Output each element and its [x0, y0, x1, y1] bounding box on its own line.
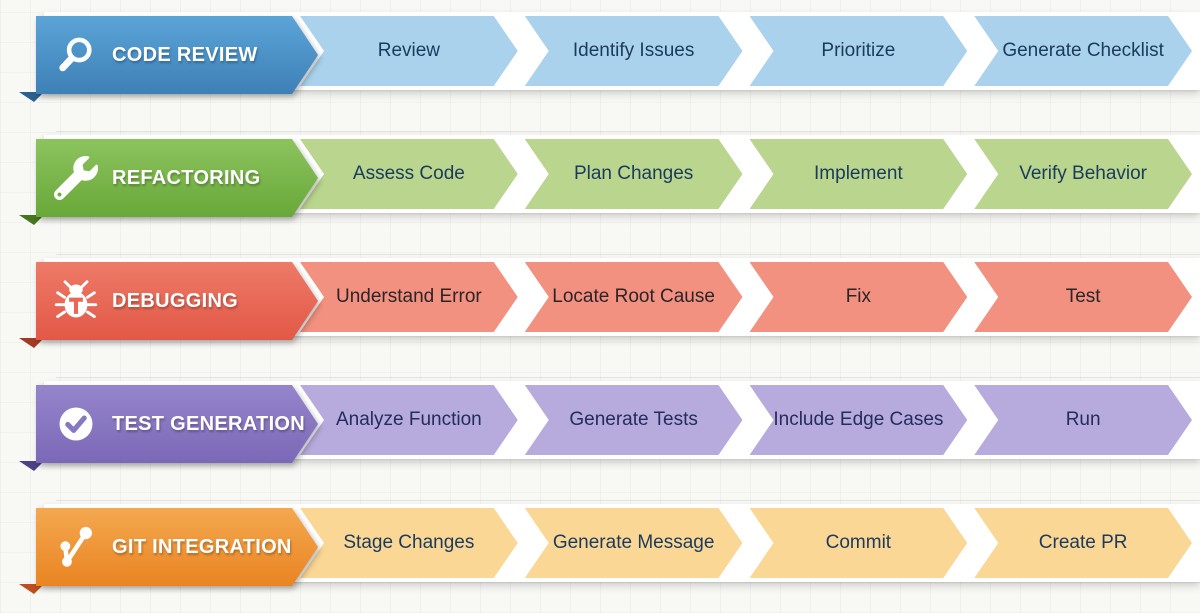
workflow-row-refactoring: Assess Code Plan Changes Implement Verify B… — [0, 135, 1200, 255]
step-analyze-function: Analyze Function — [300, 385, 518, 455]
step-label: Analyze Function — [336, 409, 482, 430]
step-label: Stage Changes — [343, 532, 475, 553]
step-verify-behavior: Verify Behavior — [974, 139, 1192, 209]
ribbon-fold — [19, 215, 44, 225]
step-review: Review — [300, 16, 518, 86]
step-strip: Stage Changes Generate Message Commit Creat… — [300, 508, 1192, 578]
step-label: Locate Root Cause — [552, 286, 715, 307]
workflow-row-code-review: Review Identify Issues Prioritize Generate … — [0, 12, 1200, 132]
bug-icon — [54, 278, 98, 324]
ribbon-wrap: GIT INTEGRATION — [36, 508, 318, 586]
step-identify-issues: Identify Issues — [525, 16, 743, 86]
row-header-ribbon: REFACTORING — [36, 139, 318, 217]
step-strip: Understand Error Locate Root Cause Fix Test — [300, 262, 1192, 332]
step-fix: Fix — [750, 262, 968, 332]
row-plate: Analyze Function Generate Tests Include Ed… — [44, 381, 1200, 459]
step-create-pr: Create PR — [974, 508, 1192, 578]
ribbon-fold — [19, 92, 44, 102]
step-generate-checklist: Generate Checklist — [974, 16, 1192, 86]
ribbon-wrap: TEST GENERATION — [36, 385, 318, 463]
step-label: Plan Changes — [573, 163, 694, 184]
row-header-ribbon: GIT INTEGRATION — [36, 508, 318, 586]
row-plate: Review Identify Issues Prioritize Generate … — [44, 12, 1200, 90]
row-title: DEBUGGING — [112, 289, 239, 312]
workflow-row-git-integration: Stage Changes Generate Message Commit Creat… — [0, 504, 1200, 594]
step-label: Understand Error — [336, 286, 482, 307]
ribbon-fold — [19, 461, 44, 471]
row-title: REFACTORING — [112, 166, 261, 189]
step-label: Assess Code — [352, 163, 465, 184]
step-assess-code: Assess Code — [300, 139, 518, 209]
ribbon-fold — [19, 338, 44, 348]
check-circle-icon — [54, 401, 98, 447]
step-label: Run — [1065, 409, 1101, 430]
step-strip: Analyze Function Generate Tests Include Ed… — [300, 385, 1192, 455]
magnifier-icon — [54, 32, 98, 78]
row-header-ribbon: TEST GENERATION — [36, 385, 318, 463]
step-label: Generate Checklist — [1002, 40, 1164, 61]
step-understand-error: Understand Error — [300, 262, 518, 332]
step-strip: Assess Code Plan Changes Implement Verify B… — [300, 139, 1192, 209]
step-label: Implement — [814, 163, 903, 184]
row-header-ribbon: DEBUGGING — [36, 262, 318, 340]
step-label: Create PR — [1038, 532, 1128, 553]
step-include-edge-cases: Include Edge Cases — [750, 385, 968, 455]
row-title: CODE REVIEW — [112, 43, 258, 66]
step-label: Generate Message — [552, 532, 715, 553]
step-label: Identify Issues — [572, 40, 695, 61]
step-label: Fix — [845, 286, 872, 307]
step-locate-root-cause: Locate Root Cause — [525, 262, 743, 332]
wrench-icon — [54, 155, 98, 201]
git-branch-icon — [54, 524, 98, 570]
step-run: Run — [974, 385, 1192, 455]
row-title: TEST GENERATION — [112, 412, 306, 435]
step-stage-changes: Stage Changes — [300, 508, 518, 578]
step-label: Test — [1065, 286, 1101, 307]
step-generate-tests: Generate Tests — [525, 385, 743, 455]
ribbon-wrap: DEBUGGING — [36, 262, 318, 340]
step-label: Include Edge Cases — [773, 409, 944, 430]
workflow-row-debugging: Understand Error Locate Root Cause Fix Test — [0, 258, 1200, 378]
ribbon-wrap: REFACTORING — [36, 139, 318, 217]
row-header-ribbon: CODE REVIEW — [36, 16, 318, 94]
step-label: Prioritize — [821, 40, 896, 61]
workflow-row-test-generation: Analyze Function Generate Tests Include Ed… — [0, 381, 1200, 501]
step-label: Review — [377, 40, 441, 61]
step-prioritize: Prioritize — [750, 16, 968, 86]
step-implement: Implement — [750, 139, 968, 209]
step-test: Test — [974, 262, 1192, 332]
ribbon-fold — [19, 584, 44, 594]
ribbon-wrap: CODE REVIEW — [36, 16, 318, 94]
row-title: GIT INTEGRATION — [112, 535, 292, 558]
step-label: Verify Behavior — [1019, 163, 1148, 184]
step-plan-changes: Plan Changes — [525, 139, 743, 209]
step-generate-message: Generate Message — [525, 508, 743, 578]
step-label: Generate Tests — [569, 409, 698, 430]
step-label: Commit — [825, 532, 892, 553]
step-commit: Commit — [750, 508, 968, 578]
step-strip: Review Identify Issues Prioritize Generate … — [300, 16, 1192, 86]
